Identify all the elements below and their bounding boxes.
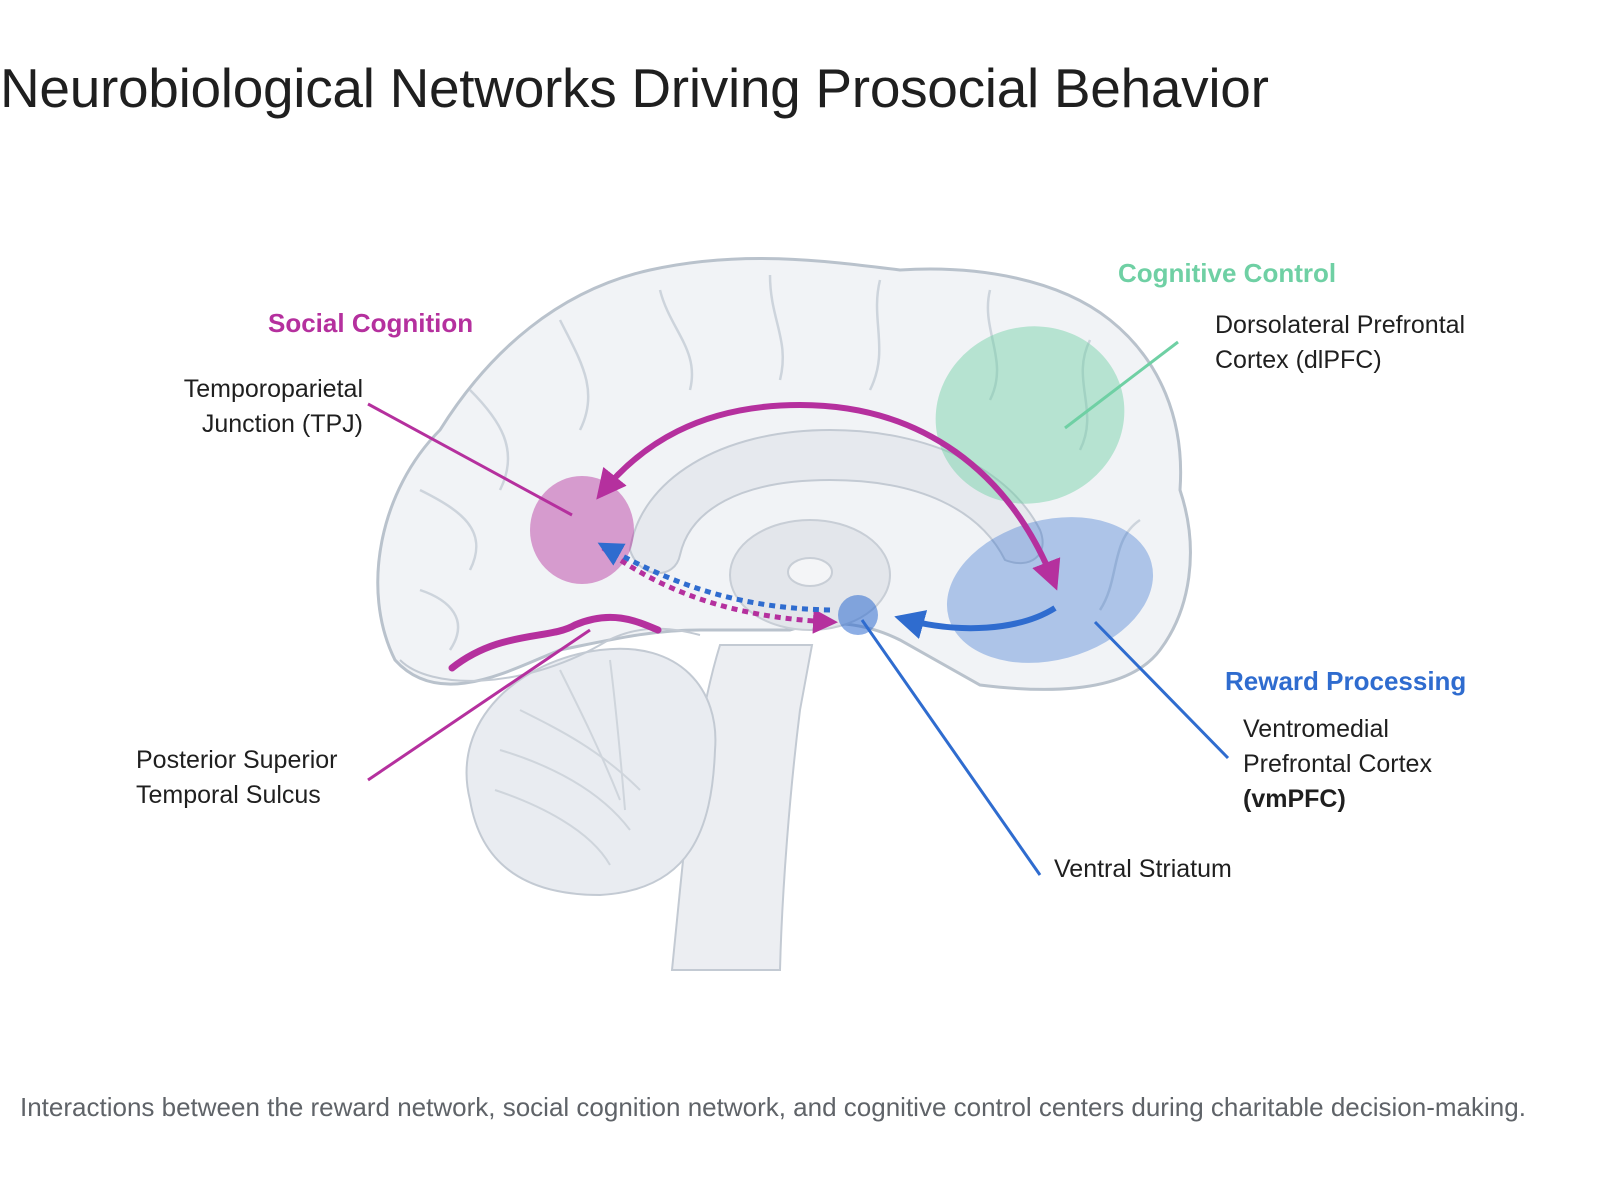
vmpfc-leader	[1093, 620, 1230, 760]
tpj-label-line1: Temporoparietal	[183, 375, 363, 403]
striatum-leader	[860, 619, 1042, 876]
tpj-label: Temporoparietal Junction (TPJ)	[155, 372, 363, 442]
psts-curve	[448, 613, 662, 672]
vmpfc-label-line1: Ventromedial	[1243, 715, 1389, 743]
page-title: Neurobiological Networks Driving Prosoci…	[0, 57, 1269, 119]
psts-label-line2: Temporal Sulcus	[136, 781, 321, 809]
figure-caption: Interactions between the reward network,…	[20, 1092, 1526, 1122]
ventral-striatum-label-line1: Ventral Striatum	[1054, 855, 1232, 883]
vmpfc-label-line3: (vmPFC)	[1243, 785, 1346, 813]
brain-diagram: Social Cognition Cognitive Control Rewar…	[0, 190, 1600, 1020]
social-arc-arrow	[596, 401, 1061, 591]
psts-label: Posterior Superior Temporal Sulcus	[136, 743, 337, 813]
psts-label-line1: Posterior Superior	[136, 746, 338, 774]
cognitive-control-heading: Cognitive Control	[1118, 258, 1337, 288]
dlpfc-label-line2: Cortex (dlPFC)	[1215, 346, 1382, 374]
striatum-to-tpj-dashed	[597, 542, 831, 613]
dlpfc-leader	[1064, 340, 1179, 430]
ventral-striatum-region	[838, 595, 878, 635]
vmpfc-to-striatum-arrow	[894, 605, 1057, 639]
tpj-region	[530, 476, 634, 584]
vmpfc-label: Ventromedial Prefrontal Cortex (vmPFC)	[1243, 712, 1432, 817]
dlpfc-region	[935, 326, 1125, 504]
tpj-label-line2: Junction (TPJ)	[201, 410, 363, 438]
dlpfc-label-line1: Dorsolateral Prefrontal	[1215, 311, 1466, 339]
social-cognition-heading: Social Cognition	[268, 308, 474, 338]
reward-processing-heading: Reward Processing	[1225, 666, 1467, 696]
cerebellum	[465, 647, 717, 897]
ventral-striatum-label: Ventral Striatum	[1054, 852, 1232, 887]
psts-leader	[367, 628, 591, 782]
dlpfc-label: Dorsolateral Prefrontal Cortex (dlPFC)	[1215, 308, 1465, 378]
brain-illustration	[367, 256, 1230, 971]
tpj-leader	[367, 402, 573, 517]
vmpfc-label-line2: Prefrontal Cortex	[1243, 750, 1432, 778]
